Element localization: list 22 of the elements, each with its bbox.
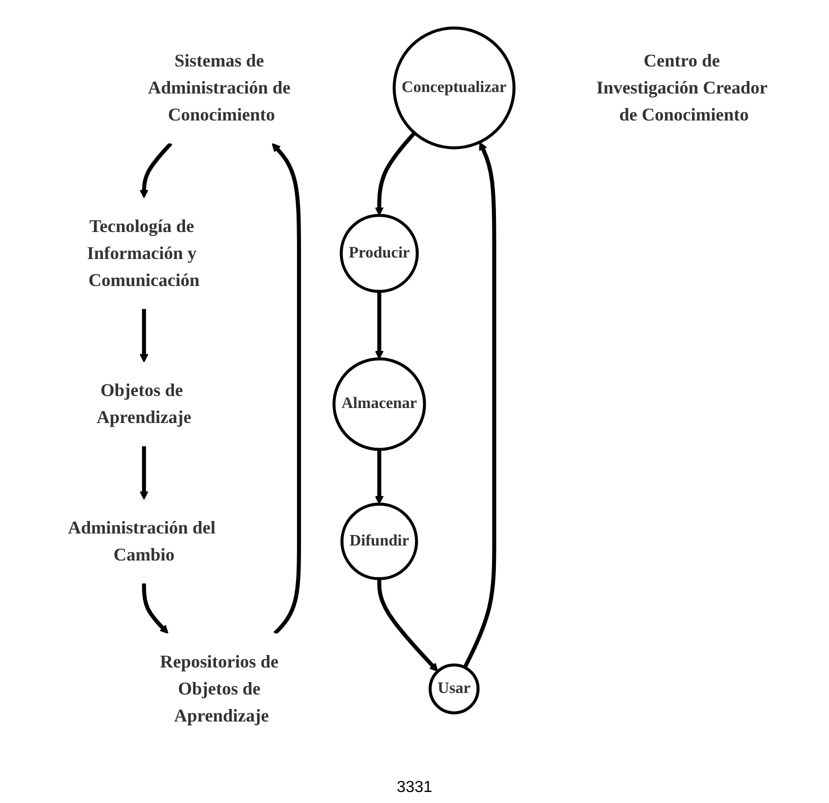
node-circle: Difundir xyxy=(340,502,419,580)
arrow xyxy=(140,142,173,199)
arrow xyxy=(140,309,149,363)
node-circle: Usar xyxy=(429,664,480,715)
arrow xyxy=(463,142,497,669)
node-circle: Producir xyxy=(340,214,420,294)
page-number: 3331 xyxy=(396,779,432,796)
arrow xyxy=(375,450,384,505)
node-text: Centro de Investigación Creador de Conocimiento xyxy=(596,50,768,125)
arrow xyxy=(140,446,149,500)
node-text: Tecnología de Información y Comunicación xyxy=(87,216,200,290)
node-text: Sistemas de Administración de Conocimiento xyxy=(148,50,291,125)
node-text: Administración del Cambio xyxy=(68,518,216,565)
node-circle: Conceptualizar xyxy=(393,26,516,150)
node-text: Objetos de Aprendizaje xyxy=(97,380,192,428)
arrow xyxy=(375,292,384,360)
arrow xyxy=(142,584,169,634)
arrow xyxy=(375,132,416,216)
arrow xyxy=(378,578,439,672)
arrow xyxy=(272,143,302,636)
node-text: Repositorios de Objetos de Aprendizaje xyxy=(160,652,279,726)
node-circle: Almacenar xyxy=(332,358,426,452)
